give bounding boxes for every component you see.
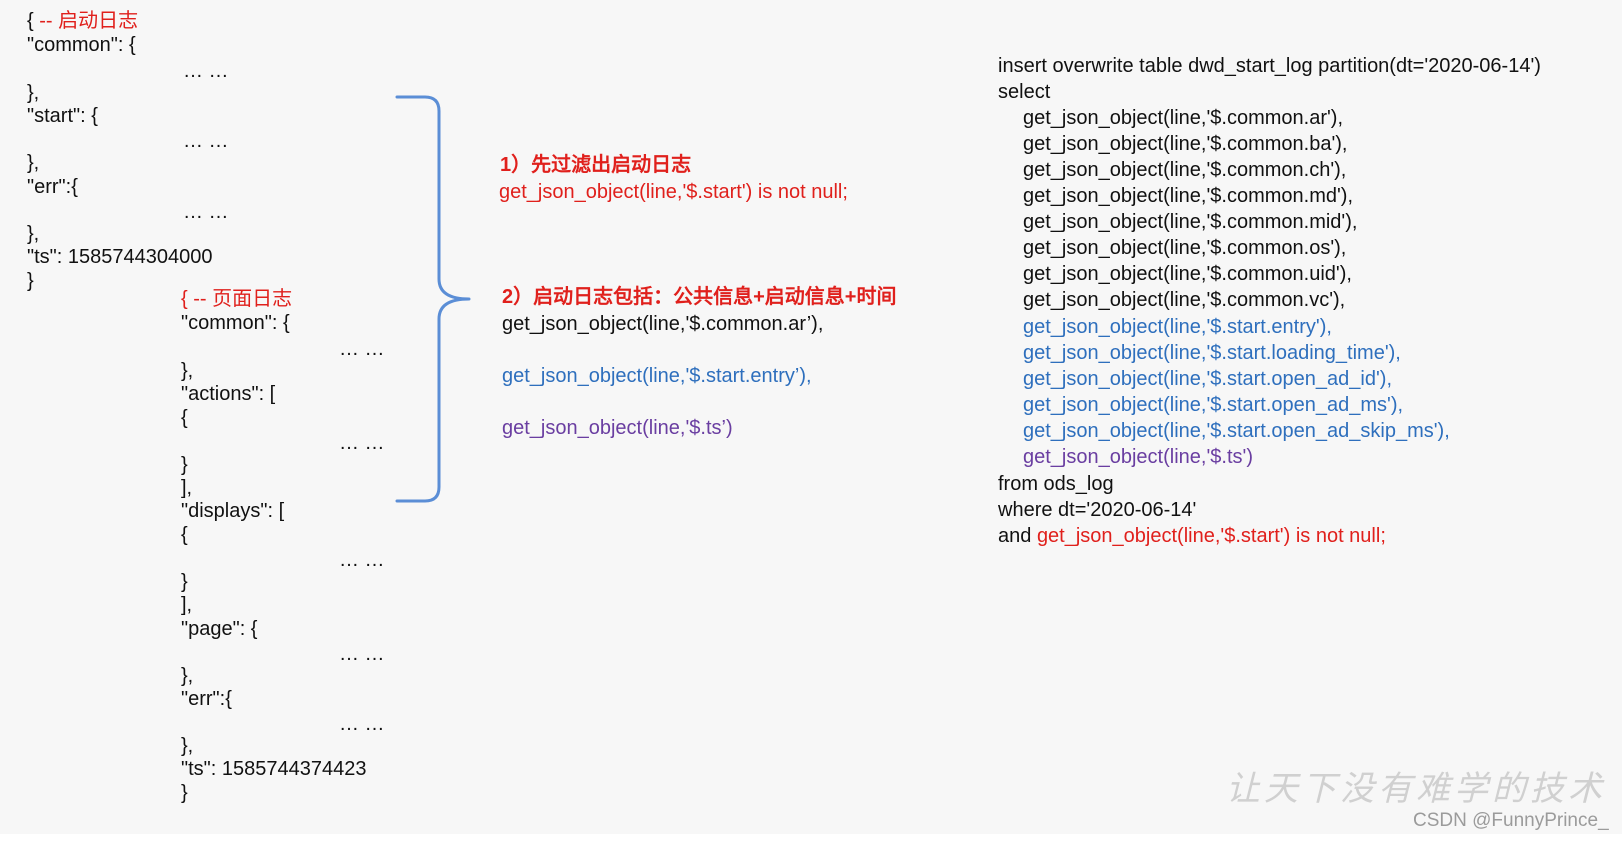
sql-from: from ods_log bbox=[998, 473, 1114, 495]
page-displays-item-open: { bbox=[181, 524, 188, 546]
sql-select: select bbox=[998, 81, 1051, 103]
page-page-open: "page": { bbox=[181, 618, 258, 640]
start-err-open: "err":{ bbox=[27, 176, 78, 198]
step2-title: 2）启动日志包括：公共信息+启动信息+时间 bbox=[502, 286, 897, 308]
start-log-title: { -- 启动日志 bbox=[27, 8, 138, 34]
page-err-open: "err":{ bbox=[181, 688, 232, 710]
sql-field: get_json_object(line,'$.common.ar'), bbox=[1023, 107, 1344, 129]
sql-start-field: get_json_object(line,'$.start.entry'), bbox=[1023, 316, 1332, 338]
page-displays-open: "displays": [ bbox=[181, 500, 285, 522]
start-ts: "ts": 1585744304000 bbox=[27, 246, 213, 268]
sql-field: get_json_object(line,'$.common.ch'), bbox=[1023, 159, 1347, 181]
sql-and: and get_json_object(line,'$.start') is n… bbox=[998, 523, 1386, 549]
sql-field: get_json_object(line,'$.common.uid'), bbox=[1023, 263, 1352, 285]
page-displays-ellipsis: … … bbox=[339, 549, 385, 571]
page-actions-ellipsis: … … bbox=[339, 432, 385, 454]
start-err-ellipsis: … … bbox=[183, 201, 229, 223]
page-displays-item-close: } bbox=[181, 571, 188, 593]
page-common-open: "common": { bbox=[181, 312, 290, 334]
watermark-text: 让天下没有难学的技术 bbox=[1226, 769, 1606, 809]
page-actions-close: ], bbox=[181, 477, 193, 499]
start-close: } bbox=[27, 270, 34, 292]
page-displays-close: ], bbox=[181, 594, 193, 616]
sql-field: get_json_object(line,'$.common.mid'), bbox=[1023, 211, 1358, 233]
start-log-title-label: -- 启动日志 bbox=[33, 10, 139, 32]
sql-where: where dt='2020-06-14' bbox=[998, 499, 1197, 521]
page-err-close: }, bbox=[181, 735, 194, 757]
curly-brace-icon bbox=[395, 95, 471, 503]
sql-and-condition: get_json_object(line,'$.start') is not n… bbox=[1036, 525, 1386, 547]
start-common-close: }, bbox=[27, 82, 40, 104]
start-log-title-brace: { bbox=[27, 10, 34, 32]
sql-insert: insert overwrite table dwd_start_log par… bbox=[998, 55, 1541, 77]
step2-ts: get_json_object(line,'$.ts’) bbox=[502, 417, 733, 439]
sql-field: get_json_object(line,'$.common.md'), bbox=[1023, 185, 1354, 207]
step1-title: 1）先过滤出启动日志 bbox=[500, 154, 692, 176]
page-actions-item-open: { bbox=[181, 407, 188, 429]
step2-start: get_json_object(line,'$.start.entry’), bbox=[502, 365, 812, 387]
credit-text: CSDN @FunnyPrince_ bbox=[1413, 810, 1609, 831]
sql-field: get_json_object(line,'$.common.ba'), bbox=[1023, 133, 1348, 155]
start-common-open: "common": { bbox=[27, 34, 136, 56]
start-err-close: }, bbox=[27, 223, 40, 245]
page-common-ellipsis: … … bbox=[339, 338, 385, 360]
step1-code: get_json_object(line,'$.start') is not n… bbox=[499, 181, 848, 203]
sql-start-field: get_json_object(line,'$.start.open_ad_ms… bbox=[1023, 394, 1404, 416]
start-start-close: }, bbox=[27, 152, 40, 174]
page-close: } bbox=[181, 782, 188, 804]
sql-field: get_json_object(line,'$.common.os'), bbox=[1023, 237, 1347, 259]
sql-start-field: get_json_object(line,'$.start.loading_ti… bbox=[1023, 342, 1401, 364]
page-common-close: }, bbox=[181, 360, 194, 382]
page-err-ellipsis: … … bbox=[339, 713, 385, 735]
start-start-ellipsis: … … bbox=[183, 130, 229, 152]
sql-field: get_json_object(line,'$.common.vc'), bbox=[1023, 289, 1346, 311]
page-actions-item-close: } bbox=[181, 454, 188, 476]
page-actions-open: "actions": [ bbox=[181, 383, 276, 405]
page-log-title: { -- 页面日志 bbox=[181, 288, 293, 310]
page-ts: "ts": 1585744374423 bbox=[181, 758, 367, 780]
start-common-ellipsis: … … bbox=[183, 60, 229, 82]
sql-start-field: get_json_object(line,'$.start.open_ad_sk… bbox=[1023, 420, 1450, 442]
step2-common: get_json_object(line,'$.common.ar’), bbox=[502, 313, 824, 335]
sql-ts-field: get_json_object(line,'$.ts') bbox=[1023, 446, 1253, 468]
sql-start-field: get_json_object(line,'$.start.open_ad_id… bbox=[1023, 368, 1392, 390]
page-page-close: }, bbox=[181, 665, 194, 687]
start-start-open: "start": { bbox=[27, 105, 98, 127]
sql-and-prefix: and bbox=[998, 525, 1037, 547]
page-page-ellipsis: … … bbox=[339, 643, 385, 665]
